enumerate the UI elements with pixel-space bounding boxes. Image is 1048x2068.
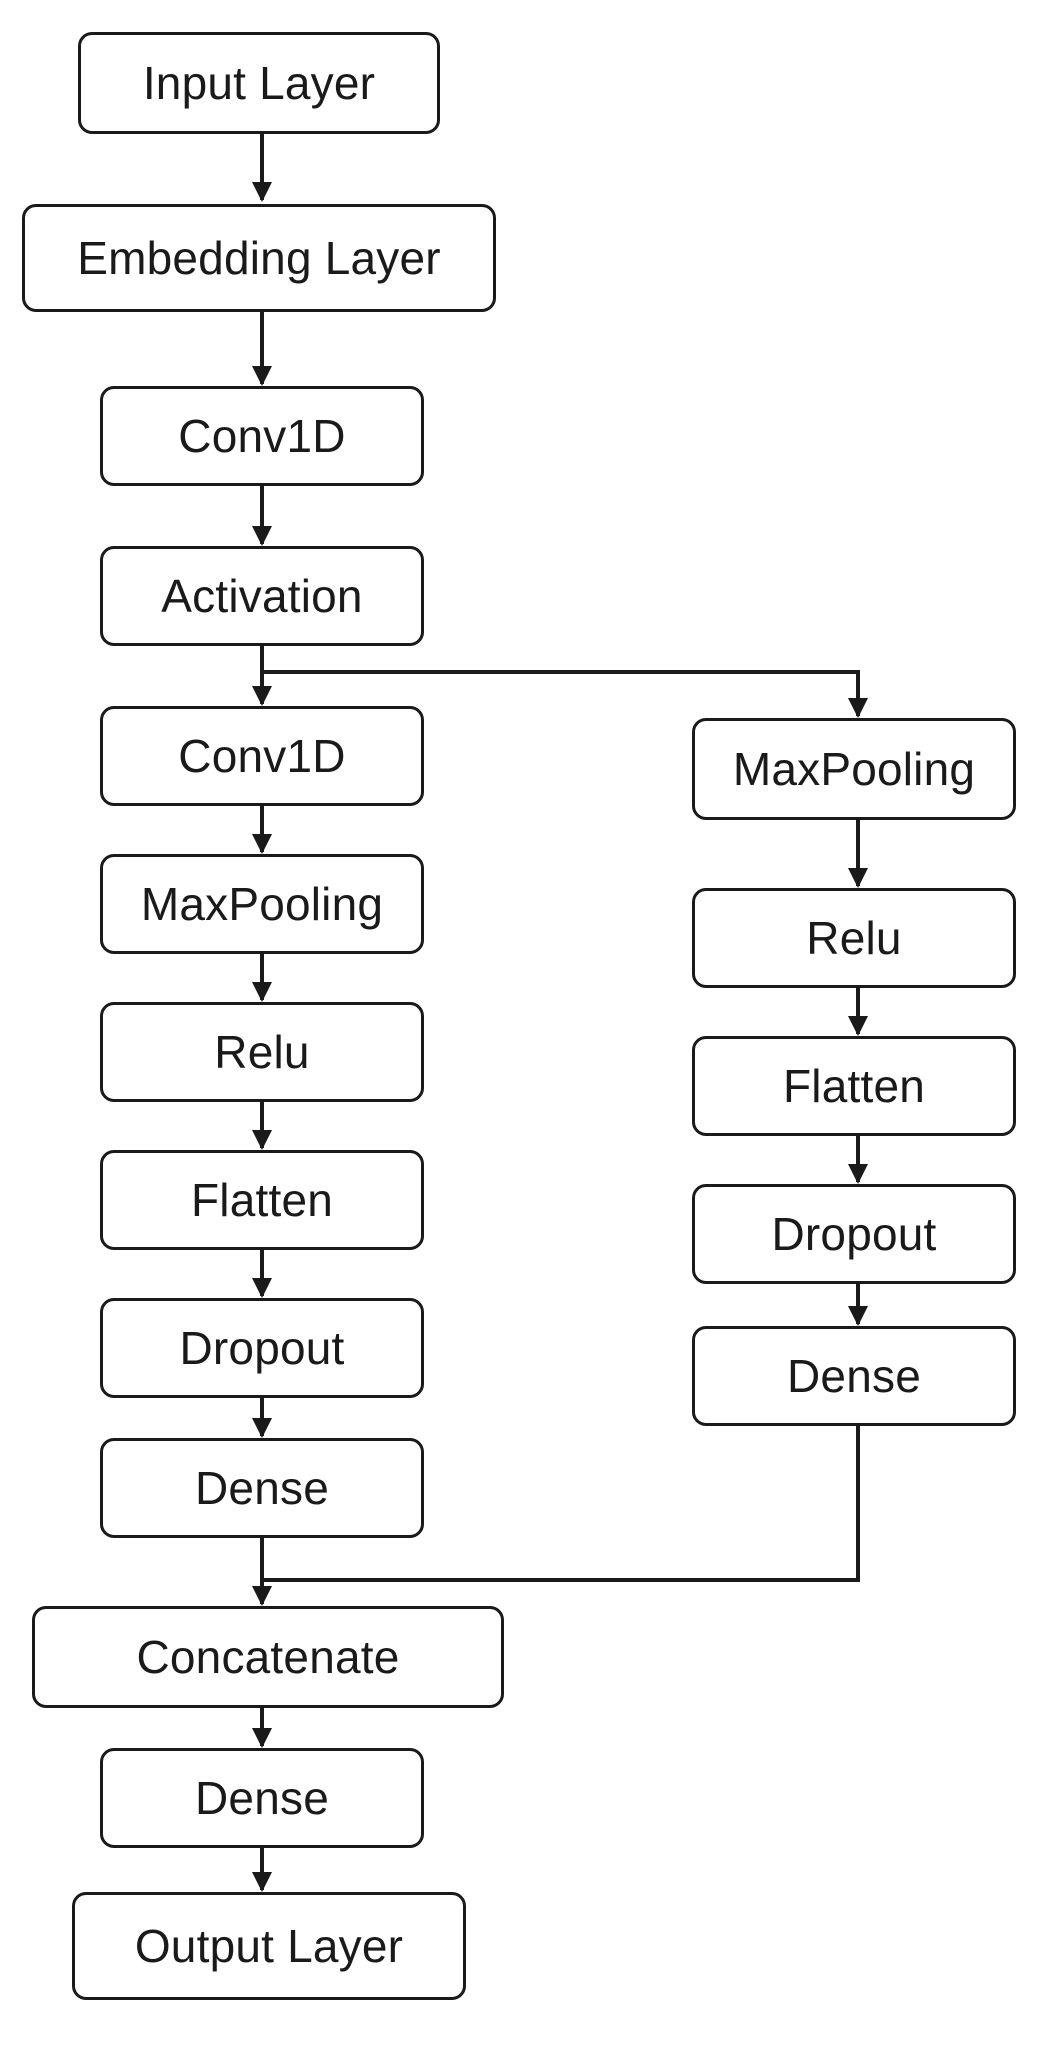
node-label: Dense bbox=[195, 1462, 329, 1514]
node-label: Flatten bbox=[190, 1174, 334, 1226]
node-label: Dense bbox=[787, 1350, 921, 1402]
edge-activation-to-right-maxpooling bbox=[262, 670, 868, 718]
node-label: Concatenate bbox=[136, 1631, 400, 1683]
node-label: Relu bbox=[214, 1026, 310, 1078]
node-right-flatten: Flatten bbox=[692, 1036, 1016, 1136]
node-embedding-layer: Embedding Layer bbox=[22, 204, 496, 312]
node-left-flatten: Flatten bbox=[100, 1150, 424, 1250]
node-label: Embedding Layer bbox=[77, 232, 441, 284]
node-output-layer: Output Layer bbox=[72, 1892, 466, 2000]
node-label: Output Layer bbox=[134, 1920, 404, 1972]
node-right-maxpooling: MaxPooling bbox=[692, 718, 1016, 820]
node-right-dense: Dense bbox=[692, 1326, 1016, 1426]
node-label: Flatten bbox=[782, 1060, 926, 1112]
node-label: Conv1D bbox=[178, 410, 346, 462]
node-right-dropout: Dropout bbox=[692, 1184, 1016, 1284]
node-label: MaxPooling bbox=[140, 878, 384, 930]
node-label: Dropout bbox=[771, 1208, 937, 1260]
node-label: Dropout bbox=[179, 1322, 345, 1374]
node-left-dropout: Dropout bbox=[100, 1298, 424, 1398]
node-right-relu: Relu bbox=[692, 888, 1016, 988]
node-label: MaxPooling bbox=[732, 743, 976, 795]
node-left-relu: Relu bbox=[100, 1002, 424, 1102]
node-label: Relu bbox=[806, 912, 902, 964]
node-conv1d: Conv1D bbox=[100, 386, 424, 486]
node-label: Input Layer bbox=[142, 57, 376, 109]
node-left-conv1d: Conv1D bbox=[100, 706, 424, 806]
edge-right-dense-to-concatenate bbox=[262, 1426, 860, 1582]
node-label: Activation bbox=[161, 570, 363, 622]
node-input-layer: Input Layer bbox=[78, 32, 440, 134]
node-activation: Activation bbox=[100, 546, 424, 646]
node-label: Conv1D bbox=[178, 730, 346, 782]
node-left-maxpooling: MaxPooling bbox=[100, 854, 424, 954]
node-final-dense: Dense bbox=[100, 1748, 424, 1848]
node-concatenate: Concatenate bbox=[32, 1606, 504, 1708]
node-left-dense: Dense bbox=[100, 1438, 424, 1538]
node-label: Dense bbox=[195, 1772, 329, 1824]
